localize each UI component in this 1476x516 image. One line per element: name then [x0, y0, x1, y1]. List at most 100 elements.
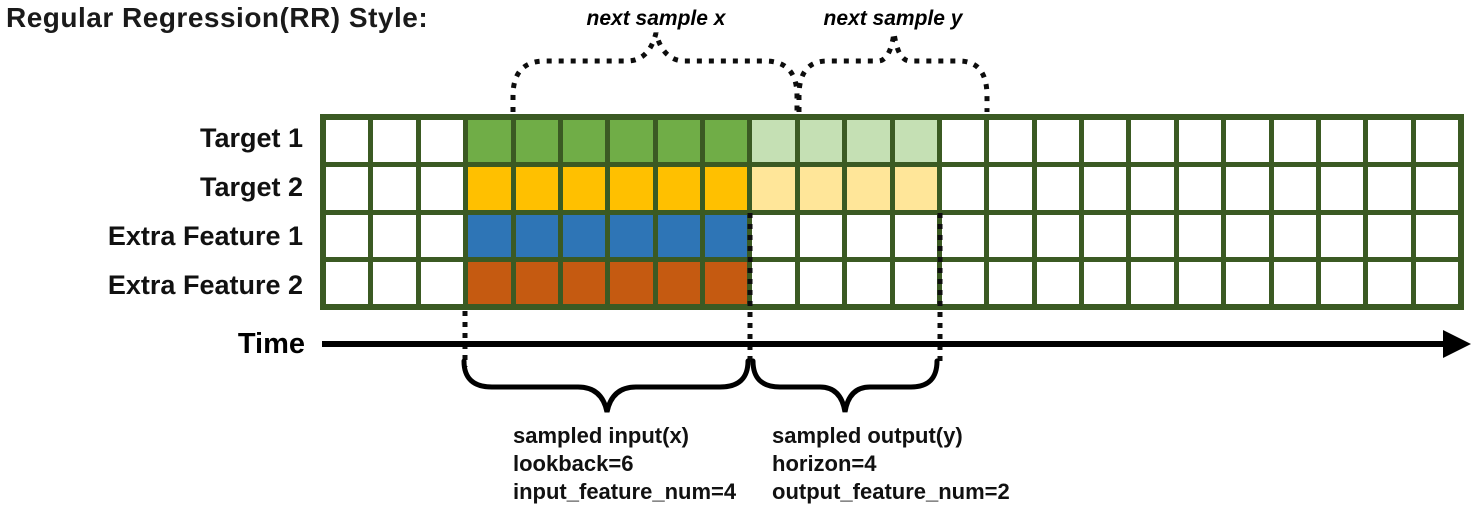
grid-cell — [610, 120, 653, 163]
grid-cell — [562, 120, 606, 163]
grid-cell — [1036, 167, 1079, 210]
grid-cell — [847, 214, 890, 257]
grid-cell — [1131, 167, 1174, 210]
grid-cell — [989, 167, 1032, 210]
input-caption-line-3: input_feature_num=4 — [513, 479, 737, 504]
grid-cell — [1178, 214, 1222, 257]
grid-cell — [515, 214, 558, 257]
grid-cell — [468, 167, 511, 210]
grid-cell — [1415, 167, 1458, 210]
grid-cell — [1273, 167, 1316, 210]
grid-cell — [799, 120, 843, 163]
grid-cell — [847, 120, 890, 163]
grid-cell — [1036, 214, 1079, 257]
grid-cell — [373, 167, 416, 210]
grid-cell — [894, 214, 937, 257]
grid-cell — [326, 167, 369, 210]
sampled-input-brace — [461, 358, 751, 413]
grid-cell — [657, 214, 700, 257]
grid-cell — [1320, 214, 1364, 257]
grid-cell — [1320, 261, 1364, 304]
grid-cell — [1226, 261, 1269, 304]
row-label-extra-feature-1: Extra Feature 1 — [107, 221, 303, 251]
grid-cell — [705, 167, 748, 210]
grid-cell — [941, 214, 985, 257]
grid-cell — [1368, 261, 1411, 304]
grid-cell — [1273, 214, 1316, 257]
grid-cell — [468, 120, 511, 163]
grid-cell — [1084, 167, 1127, 210]
output-caption-line-3: output_feature_num=2 — [772, 479, 1010, 504]
grid-cell — [1320, 120, 1364, 163]
grid-cell — [989, 120, 1032, 163]
grid-cell — [989, 214, 1032, 257]
grid-cell — [562, 167, 606, 210]
input-caption-line-1: sampled input(x) — [513, 423, 690, 448]
grid-cell — [1036, 120, 1079, 163]
grid-cell — [657, 167, 700, 210]
grid-cell — [610, 214, 653, 257]
grid-cell — [1178, 167, 1222, 210]
grid-cell — [1415, 214, 1458, 257]
grid-cell — [799, 214, 843, 257]
grid-cell — [1415, 261, 1458, 304]
grid-cell — [420, 261, 464, 304]
time-axis-arrowhead — [1443, 330, 1471, 358]
grid-cell — [515, 120, 558, 163]
grid-cell — [847, 167, 890, 210]
grid-cell — [1368, 167, 1411, 210]
grid-cell — [799, 167, 843, 210]
grid-cell — [515, 167, 558, 210]
grid-cell — [847, 261, 890, 304]
grid-cell — [610, 167, 653, 210]
grid-cell — [752, 167, 795, 210]
grid-cell — [326, 120, 369, 163]
grid-cell — [326, 214, 369, 257]
grid-cell — [1415, 120, 1458, 163]
time-axis-label: Time — [237, 328, 305, 360]
input-caption-line-2: lookback=6 — [513, 451, 634, 476]
grid-cell — [1273, 120, 1316, 163]
grid-cell — [1084, 120, 1127, 163]
next-sample-x-brace — [510, 32, 800, 112]
grid-cell — [1226, 214, 1269, 257]
grid-cell — [705, 261, 748, 304]
grid-cell — [1273, 261, 1316, 304]
grid-cell — [373, 120, 416, 163]
grid-cell — [420, 167, 464, 210]
grid-cell — [989, 261, 1032, 304]
input-caption: sampled input(x) lookback=6 input_featur… — [513, 422, 736, 506]
grid-cell — [373, 261, 416, 304]
next-sample-y-label: next sample y — [823, 7, 963, 30]
grid-cell — [1178, 120, 1222, 163]
grid-cell — [420, 120, 464, 163]
grid-cell — [610, 261, 653, 304]
grid-cell — [705, 120, 748, 163]
grid-cell — [420, 214, 464, 257]
time-series-grid — [320, 114, 1464, 310]
row-labels: Target 1 Target 2 Extra Feature 1 Extra … — [0, 114, 312, 310]
diagram-title: Regular Regression(RR) Style: — [6, 2, 429, 33]
grid-cell — [657, 120, 700, 163]
grid-cell — [657, 261, 700, 304]
grid-cell — [1036, 261, 1079, 304]
sampled-output-brace — [750, 358, 940, 413]
grid-cell — [515, 261, 558, 304]
grid-cell — [941, 261, 985, 304]
grid-cell — [1368, 120, 1411, 163]
grid-cell — [1226, 167, 1269, 210]
output-caption: sampled output(y) horizon=4 output_featu… — [772, 422, 1010, 506]
grid-cell — [468, 261, 511, 304]
grid-cell — [799, 261, 843, 304]
grid-cell — [752, 261, 795, 304]
grid-cell — [1178, 261, 1222, 304]
grid-cell — [1131, 214, 1174, 257]
grid-cell — [1084, 214, 1127, 257]
grid-cell — [894, 261, 937, 304]
grid-cell — [1320, 167, 1364, 210]
grid-cell — [894, 167, 937, 210]
output-caption-line-1: sampled output(y) — [772, 423, 963, 448]
grid-cell — [1084, 261, 1127, 304]
grid-cell — [1131, 261, 1174, 304]
